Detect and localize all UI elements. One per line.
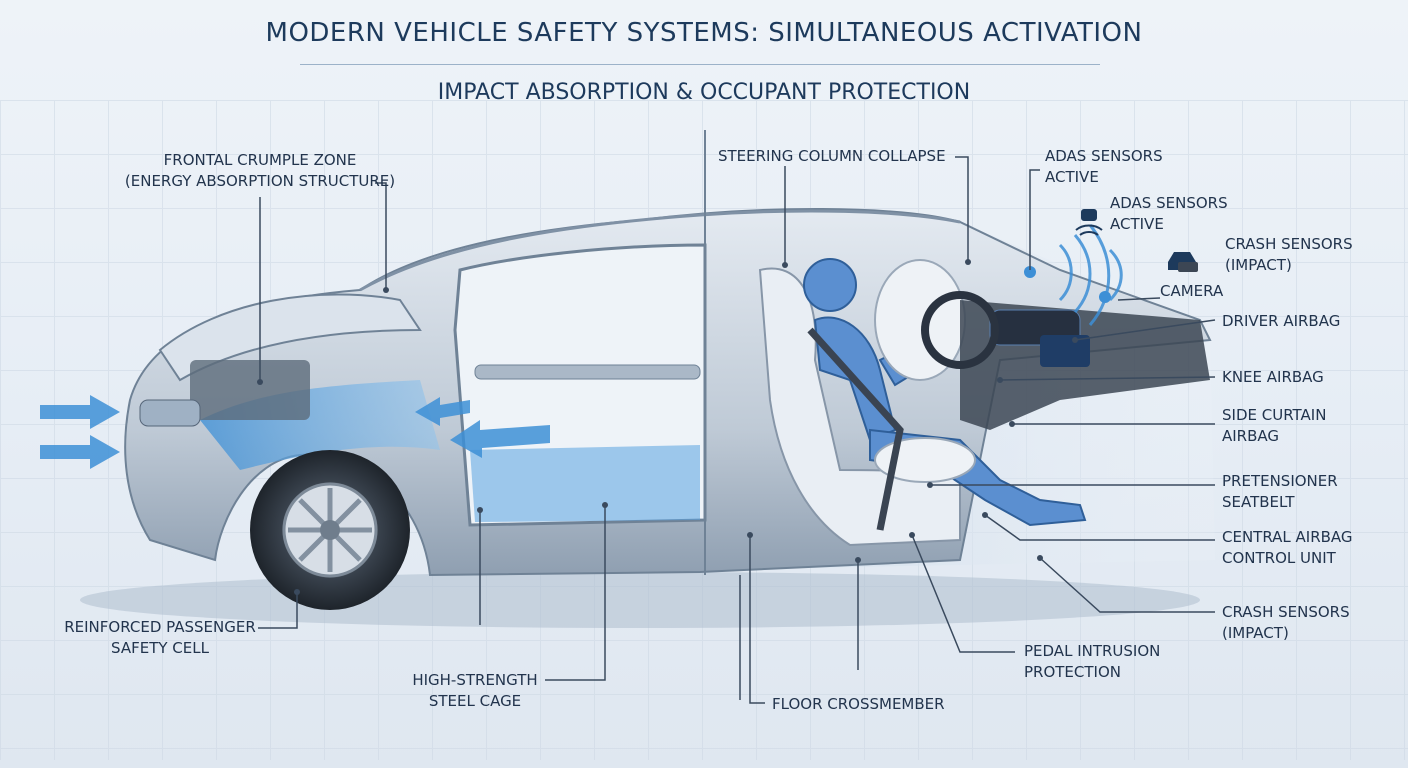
adas-sensor-dot (1024, 266, 1036, 278)
label-crash-sensors-bottom-line1: CRASH SENSORS (1222, 603, 1350, 621)
label-driver-airbag: DRIVER AIRBAG (1222, 312, 1341, 330)
label-crash-sensors-bottom: CRASH SENSORS (IMPACT) (1222, 602, 1350, 644)
label-adas-sensors-2: ADAS SENSORS ACTIVE (1110, 193, 1228, 235)
engine-block (190, 360, 310, 420)
label-crash-sensors-top-line2: (IMPACT) (1225, 256, 1292, 274)
force-arrow-door (450, 420, 550, 458)
label-pedal-line2: PROTECTION (1024, 663, 1122, 681)
label-adas-2-line2: ACTIVE (1110, 215, 1164, 233)
roof-line (359, 209, 961, 292)
label-crash-sensors-top-line1: CRASH SENSORS (1225, 235, 1353, 253)
label-control-unit-line2: CONTROL UNIT (1222, 549, 1336, 567)
leader-dots (257, 259, 1078, 595)
label-pedal-intrusion: PEDAL INTRUSION PROTECTION (1024, 641, 1160, 683)
label-pretensioner-line1: PRETENSIONER (1222, 472, 1338, 490)
label-crumple-zone-line2: (ENERGY ABSORPTION STRUCTURE) (124, 172, 396, 190)
label-adas-sensors-1: ADAS SENSORS ACTIVE (1045, 146, 1163, 188)
steering-wheel (921, 291, 999, 369)
impact-arrow-lower (40, 435, 120, 469)
label-crash-sensors-bottom-line2: (IMPACT) (1222, 624, 1289, 642)
seatbelt (807, 327, 904, 531)
label-steel-cage-line1: HIGH-STRENGTH (412, 671, 538, 689)
sill-highlight (470, 445, 700, 522)
label-crumple-zone-line1: FRONTAL CRUMPLE ZONE (163, 151, 357, 169)
label-crumple-zone: FRONTAL CRUMPLE ZONE (ENERGY ABSORPTION … (120, 150, 400, 192)
label-steel-cage-line2: STEEL CAGE (428, 692, 522, 710)
wheel-hub (320, 520, 340, 540)
label-adas-1-line1: ADAS SENSORS (1045, 147, 1163, 165)
camera-sensor-dot (1099, 291, 1111, 303)
knee-airbag-shape (874, 437, 976, 483)
label-side-curtain-line2: AIRBAG (1222, 427, 1280, 445)
label-safety-cell: REINFORCED PASSENGER SAFETY CELL (55, 617, 265, 659)
label-pretensioner-seatbelt: PRETENSIONER SEATBELT (1222, 471, 1338, 513)
hood (158, 293, 422, 382)
title-divider (300, 64, 1100, 65)
page-subtitle: IMPACT ABSORPTION & OCCUPANT PROTECTION (437, 80, 971, 105)
wifi-icon (1075, 209, 1103, 236)
label-control-unit-line1: CENTRAL AIRBAG (1222, 528, 1353, 546)
label-steel-cage: HIGH-STRENGTH STEEL CAGE (400, 670, 550, 712)
label-pedal-line1: PEDAL INTRUSION (1024, 642, 1161, 660)
label-control-unit: CENTRAL AIRBAG CONTROL UNIT (1222, 527, 1353, 569)
label-pretensioner-line2: SEATBELT (1222, 493, 1295, 511)
label-steering-column: STEERING COLUMN COLLAPSE (718, 147, 946, 165)
infotainment-screen (1040, 335, 1090, 367)
label-camera: CAMERA (1160, 282, 1224, 300)
side-impact-beam (474, 364, 701, 380)
impact-arrow-upper (40, 395, 120, 429)
label-floor-crossmember: FLOOR CROSSMEMBER (772, 695, 945, 713)
label-adas-2-line1: ADAS SENSORS (1110, 194, 1228, 212)
impact-arrows (40, 395, 550, 469)
label-adas-1-line2: ACTIVE (1045, 168, 1099, 186)
label-knee-airbag: KNEE AIRBAG (1222, 368, 1324, 386)
label-crash-sensors-top: CRASH SENSORS (IMPACT) (1225, 234, 1353, 276)
label-side-curtain-line1: SIDE CURTAIN (1222, 406, 1327, 424)
leader-lines (258, 156, 1216, 704)
page-title: MODERN VEHICLE SAFETY SYSTEMS: SIMULTANE… (265, 18, 1143, 48)
force-arrow-pillar (415, 397, 470, 426)
label-side-curtain-airbag: SIDE CURTAIN AIRBAG (1222, 405, 1326, 447)
label-safety-cell-line2: SAFETY CELL (111, 639, 209, 657)
car-crash-icon (1168, 252, 1198, 272)
label-safety-cell-line1: REINFORCED PASSENGER (64, 618, 256, 636)
headlight (139, 399, 201, 427)
